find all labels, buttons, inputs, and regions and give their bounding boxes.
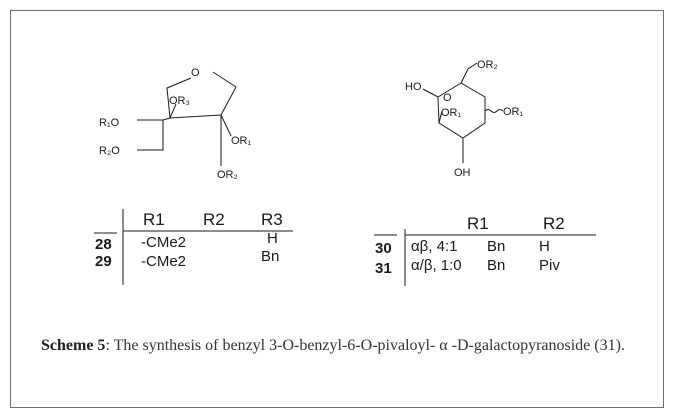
reaction-scheme-drawing: O R₁O R₂O OR₃ OR₁ OR₂ O OR₂ HO OR₁ OR₁ O… — [94, 59, 596, 286]
compound-29-r3: Bn — [261, 248, 279, 265]
left-substituent-r1o: R₁O — [99, 117, 120, 129]
compound-31-r1: Bn — [487, 257, 505, 274]
compound-28-r3: H — [267, 230, 278, 247]
left-substituent-or2: OR₂ — [217, 169, 238, 181]
scheme-caption: Scheme 5: The synthesis of benzyl 3-O-be… — [41, 333, 651, 358]
caption-text: : The synthesis of benzyl 3-O-benzyl-6-O… — [105, 337, 625, 354]
compound-28-r1r2: -CMe2 — [141, 234, 186, 251]
compound-31-label: 31 — [375, 260, 392, 277]
right-substituent-ho: HO — [405, 81, 422, 93]
compound-29-r1r2: -CMe2 — [141, 253, 186, 270]
right-substituent-oh: OH — [454, 167, 471, 179]
right-table-header-r1: R1 — [467, 214, 489, 233]
left-table-header-r3: R3 — [261, 210, 283, 229]
right-substituent-or2: OR₂ — [477, 59, 498, 71]
right-substituent-or1-anomeric: OR₁ — [503, 106, 524, 118]
left-ring-oxygen: O — [191, 67, 200, 79]
left-substituent-r2o: R₂O — [99, 145, 120, 157]
compound-30-r1: Bn — [487, 238, 505, 255]
left-substituent-or3: OR₃ — [169, 95, 190, 107]
compound-30-r2: H — [539, 238, 550, 255]
compound-29-label: 29 — [95, 253, 112, 270]
compound-30-label: 30 — [375, 240, 392, 257]
compound-31-ratio: α/β, 1:0 — [411, 257, 462, 274]
right-substituent-or1-ring: OR₁ — [441, 107, 462, 119]
right-table-header-r2: R2 — [543, 214, 565, 233]
scheme-figure-frame: O R₁O R₂O OR₃ OR₁ OR₂ O OR₂ HO OR₁ OR₁ O… — [10, 10, 664, 408]
caption-label: Scheme 5 — [41, 337, 106, 354]
right-ring-oxygen: O — [443, 92, 452, 104]
compound-31-r2: Piv — [539, 257, 560, 274]
side-chain-bonds — [137, 120, 164, 151]
compound-28-label: 28 — [95, 236, 112, 253]
left-table-header-r1: R1 — [143, 210, 165, 229]
anomeric-wavy-bond — [484, 109, 504, 113]
left-substituent-or1: OR₁ — [231, 135, 252, 147]
compound-30-ratio: αβ, 4:1 — [411, 238, 458, 255]
left-table-header-r2: R2 — [203, 210, 225, 229]
furanose-ring-bonds — [166, 71, 237, 119]
